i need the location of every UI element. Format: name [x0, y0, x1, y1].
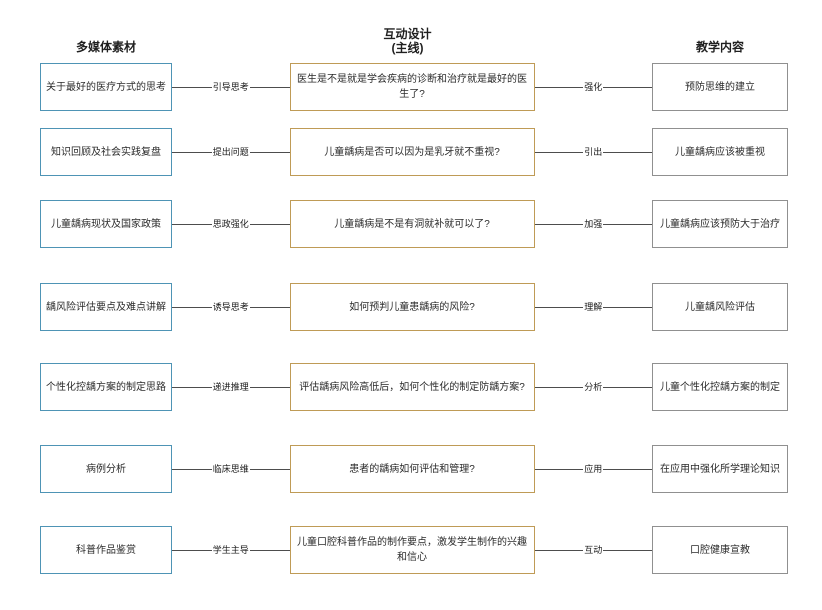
content-box: 儿童龋病应该被重视 [652, 128, 788, 176]
flow-row: 个性化控龋方案的制定思路 递进推理 评估龋病风险高低后，如何个性化的制定防龋方案… [40, 363, 788, 411]
connector: 加强 [534, 200, 653, 248]
material-box: 关于最好的医疗方式的思考 [40, 63, 172, 111]
flow-row: 病例分析 临床思维 患者的龋病如何评估和管理? 应用 在应用中强化所学理论知识 [40, 445, 788, 493]
connector-line [603, 86, 653, 88]
flow-row: 关于最好的医疗方式的思考 引导思考 医生是不是就是学会疾病的诊断和治疗就是最好的… [40, 63, 788, 111]
connector-label: 诱导思考 [212, 301, 249, 312]
connector-label: 应用 [584, 463, 603, 474]
material-box: 龋风险评估要点及难点讲解 [40, 283, 172, 331]
connector: 引出 [534, 128, 653, 176]
column-header-interaction-line1: 互动设计 [383, 27, 432, 41]
connector-line [172, 223, 212, 225]
flow-row: 科普作品鉴赏 学生主导 儿童口腔科普作品的制作要点，激发学生制作的兴趣和信心 互… [40, 526, 788, 574]
connector-line [249, 468, 290, 470]
connector-label: 递进推理 [212, 381, 249, 392]
content-box: 预防思维的建立 [652, 63, 788, 111]
connector-line [172, 86, 212, 88]
connector: 应用 [534, 445, 653, 493]
connector-line [249, 151, 290, 153]
content-box: 儿童龋风险评估 [652, 283, 788, 331]
connector-line [249, 386, 290, 388]
material-box: 儿童龋病现状及国家政策 [40, 200, 172, 248]
connector-label: 引出 [584, 146, 603, 157]
question-box: 儿童龋病是不是有洞就补就可以了? [289, 200, 535, 248]
connector-label: 理解 [584, 301, 603, 312]
connector: 强化 [534, 63, 653, 111]
connector-line [603, 223, 653, 225]
column-header-teaching: 教学内容 [652, 40, 788, 54]
material-box: 病例分析 [40, 445, 172, 493]
column-header-teaching-label: 教学内容 [695, 40, 744, 54]
connector-line [534, 151, 584, 153]
connector-line [603, 386, 653, 388]
material-box: 知识回顾及社会实践复盘 [40, 128, 172, 176]
content-box: 在应用中强化所学理论知识 [652, 445, 788, 493]
connector-label: 临床思维 [212, 463, 249, 474]
material-box: 个性化控龋方案的制定思路 [40, 363, 172, 411]
connector-line [603, 306, 653, 308]
connector-label: 分析 [584, 381, 603, 392]
material-box: 科普作品鉴赏 [40, 526, 172, 574]
connector-line [534, 86, 584, 88]
connector: 思政强化 [172, 200, 290, 248]
connector-line [603, 151, 653, 153]
flow-row: 龋风险评估要点及难点讲解 诱导思考 如何预判儿童患龋病的风险? 理解 儿童龋风险… [40, 283, 788, 331]
connector-line [534, 549, 584, 551]
connector-line [249, 223, 290, 225]
connector-line [172, 386, 212, 388]
connector-label: 互动 [584, 544, 603, 555]
connector-line [172, 549, 212, 551]
connector-line [249, 549, 290, 551]
content-box: 儿童个性化控龋方案的制定 [652, 363, 788, 411]
connector-line [534, 306, 584, 308]
connector: 引导思考 [172, 63, 290, 111]
connector-line [534, 468, 584, 470]
column-header-multimedia: 多媒体素材 [40, 40, 172, 54]
connector-line [534, 223, 584, 225]
connector: 分析 [534, 363, 653, 411]
question-box: 评估龋病风险高低后，如何个性化的制定防龋方案? [289, 363, 535, 411]
column-header-interaction-line2: (主线) [391, 41, 424, 55]
connector: 理解 [534, 283, 653, 331]
connector: 临床思维 [172, 445, 290, 493]
content-box: 儿童龋病应该预防大于治疗 [652, 200, 788, 248]
question-box: 患者的龋病如何评估和管理? [289, 445, 535, 493]
connector-label: 学生主导 [212, 544, 249, 555]
question-box: 儿童龋病是否可以因为是乳牙就不重视? [289, 128, 535, 176]
connector: 提出问题 [172, 128, 290, 176]
connector-label: 强化 [584, 81, 603, 92]
connector-label: 提出问题 [212, 146, 249, 157]
flow-row: 知识回顾及社会实践复盘 提出问题 儿童龋病是否可以因为是乳牙就不重视? 引出 儿… [40, 128, 788, 176]
connector-line [249, 86, 290, 88]
connector-line [603, 549, 653, 551]
connector-label: 思政强化 [212, 218, 249, 229]
content-box: 口腔健康宣教 [652, 526, 788, 574]
connector: 诱导思考 [172, 283, 290, 331]
column-header-multimedia-label: 多媒体素材 [75, 40, 136, 54]
column-header-interaction: 互动设计 (主线) [285, 27, 530, 55]
flow-row: 儿童龋病现状及国家政策 思政强化 儿童龋病是不是有洞就补就可以了? 加强 儿童龋… [40, 200, 788, 248]
connector-line [172, 306, 212, 308]
connector-line [172, 468, 212, 470]
connector-line [172, 151, 212, 153]
connector: 递进推理 [172, 363, 290, 411]
connector-label: 引导思考 [212, 81, 249, 92]
connector-label: 加强 [584, 218, 603, 229]
connector-line [603, 468, 653, 470]
question-box: 如何预判儿童患龋病的风险? [289, 283, 535, 331]
connector-line [534, 386, 584, 388]
question-box: 医生是不是就是学会疾病的诊断和治疗就是最好的医生了? [289, 63, 535, 111]
connector-line [249, 306, 290, 308]
question-box: 儿童口腔科普作品的制作要点，激发学生制作的兴趣和信心 [289, 526, 535, 574]
connector: 学生主导 [172, 526, 290, 574]
connector: 互动 [534, 526, 653, 574]
